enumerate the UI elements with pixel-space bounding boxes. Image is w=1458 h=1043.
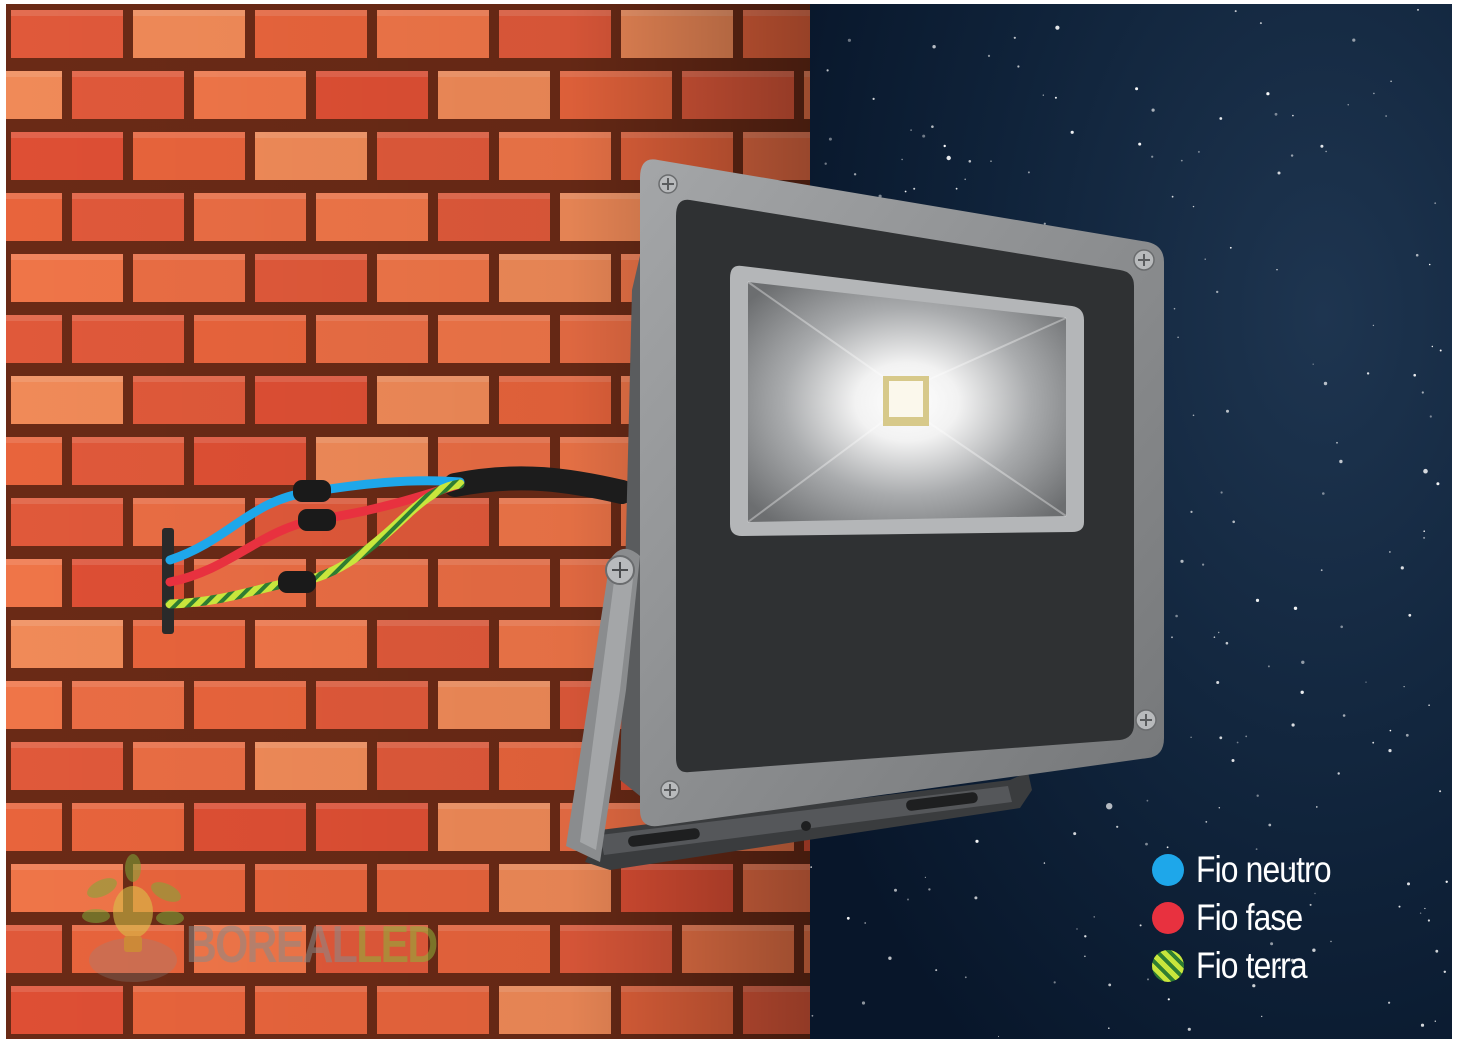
legend-item-phase: Fio fase: [1152, 894, 1412, 942]
power-cable: [455, 478, 622, 492]
watermark-text: BOREALLED: [186, 915, 437, 975]
legend-item-ground: Fio terra: [1152, 942, 1412, 990]
watermark-brand: BOREAL: [186, 916, 356, 974]
wire-connector: [278, 571, 316, 593]
wire-legend: Fio neutro Fio fase Fio terra: [1152, 846, 1412, 990]
legend-item-neutral: Fio neutro: [1152, 846, 1412, 894]
neutral-color-dot: [1152, 854, 1184, 886]
led-floodlight: [566, 159, 1164, 870]
phase-color-dot: [1152, 902, 1184, 934]
legend-label-ground: Fio terra: [1196, 945, 1307, 987]
wire-connector: [293, 480, 331, 502]
legend-label-phase: Fio fase: [1196, 897, 1302, 939]
watermark-suffix: LED: [356, 916, 436, 974]
wire-connector: [298, 509, 336, 531]
ground-color-dot: [1152, 950, 1184, 982]
legend-label-neutral: Fio neutro: [1196, 849, 1331, 891]
